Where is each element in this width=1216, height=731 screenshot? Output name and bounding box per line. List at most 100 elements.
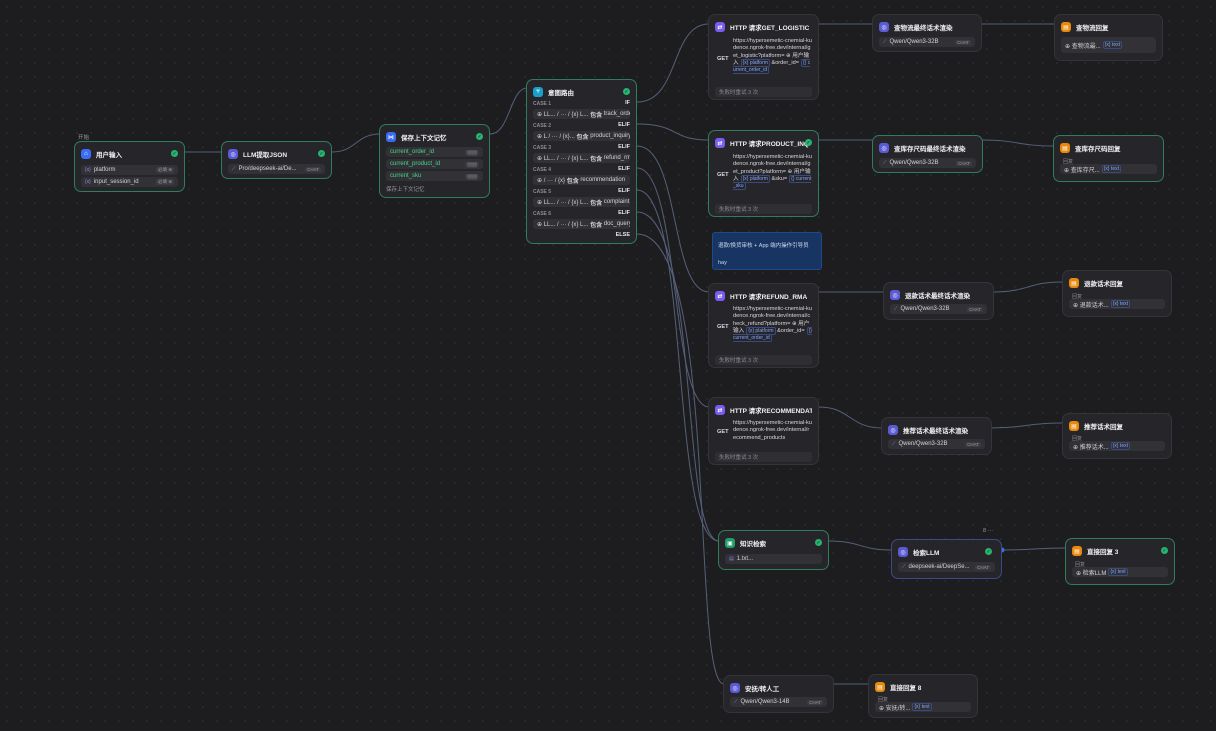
edge-case6-knowledge <box>636 211 720 542</box>
answer-direct-8-node[interactable]: ▤直接回复 8 回复 ⊕ 安抚/转...{x} text <box>868 674 978 718</box>
answer-content[interactable]: ⊕ 安抚/转...{x} text <box>875 702 971 712</box>
node-footer: 保存上下文记忆 <box>386 187 425 193</box>
edge-llm3-ans3 <box>992 281 1063 293</box>
reply-icon: ▤ <box>1069 421 1079 431</box>
model-selector[interactable]: ⟋deepseek-ai/DeepSe...CHAT <box>898 562 995 572</box>
brain-icon: ◎ <box>228 149 238 159</box>
brain-icon: ◎ <box>879 22 889 32</box>
database-icon: ▣ <box>725 538 735 548</box>
variable-assign-icon: ⋈ <box>386 132 396 142</box>
http-product-inquiry-node[interactable]: ⇄HTTP 请求PRODUCT_INQ ✓ GET https://hypers… <box>708 130 819 217</box>
assign-var-sku[interactable]: current_sku▒▒▒ <box>386 171 483 181</box>
http-get-logistic-node[interactable]: ⇄HTTP 请求GET_LOGISTIC GET https://hyperse… <box>708 14 819 100</box>
edge-llm2-ans2 <box>981 139 1055 147</box>
edge-case5-knowledge <box>636 189 720 542</box>
llm-extract-json-node[interactable]: ◎LLM提取JSON ✓ ⟋Pro/deepseek-ai/De...CHAT <box>221 141 332 179</box>
else-branch: ELSE <box>615 232 630 238</box>
success-check-icon: ✓ <box>815 539 822 546</box>
edge-llm4-ans4 <box>990 422 1063 429</box>
case-condition-2[interactable]: ⊕ L / ··· / {x}... 包含 product_inquiry <box>533 131 630 141</box>
answer-content[interactable]: ⊕ 检索LLM{x} text <box>1072 567 1168 577</box>
assign-var-product-id[interactable]: current_product_id▒▒▒ <box>386 159 483 169</box>
retrieval-llm-node[interactable]: ◎检索LLM ✓ ⟋deepseek-ai/DeepSe...CHAT <box>891 539 1002 579</box>
http-recommendation-node[interactable]: ⇄HTTP 请求RECOMMENDATI GET https://hyperse… <box>708 397 819 465</box>
answer-recommend-node[interactable]: ▤推荐话术回复 回复 ⊕ 推荐话术...{x} text <box>1062 413 1172 459</box>
answer-refund-node[interactable]: ▤退款话术回复 回复 ⊕ 退款话术...{x} text <box>1062 270 1172 317</box>
model-selector[interactable]: ⟋Pro/deepseek-ai/De...CHAT <box>228 164 325 174</box>
answer-direct-3-node[interactable]: ▤直接回复 3 ✓ 回复 ⊕ 检索LLM{x} text <box>1065 538 1175 585</box>
node-pager[interactable]: 8 ··· <box>983 528 994 534</box>
node-title: 用户输入 <box>96 152 122 159</box>
case-condition-1[interactable]: ⊕ LL... / ··· / {x} L... 包含 track_order <box>533 109 630 119</box>
edge-case4-http4 <box>636 167 710 408</box>
reply-icon: ▤ <box>1072 546 1082 556</box>
success-check-icon: ✓ <box>318 150 325 157</box>
retry-info: 失败时重试 3 次 <box>715 355 812 365</box>
brain-icon: ◎ <box>730 683 740 693</box>
retry-info: 失败时重试 3 次 <box>715 204 812 214</box>
case-condition-5[interactable]: ⊕ LL... / ··· / {x} L... 包含 complaint <box>533 197 630 207</box>
http-icon: ⇄ <box>715 405 725 415</box>
save-context-node[interactable]: ⋈ 保存上下文记忆 ✓ current_order_id▒▒▒ current_p… <box>379 124 490 198</box>
edge-retrieval-ans5 <box>1001 547 1067 551</box>
http-url: https://hypersemetic-cnemial-kudence.ngr… <box>733 38 812 75</box>
brain-icon: ◎ <box>888 425 898 435</box>
success-check-icon: ✓ <box>623 88 630 95</box>
edge-llm-save <box>331 133 381 153</box>
answer-content[interactable]: ⊕ 退款话术...{x} text <box>1069 299 1165 309</box>
http-url: https://hypersemetic-cnemial-kudence.ngr… <box>733 306 812 343</box>
knowledge-file-item[interactable]: ▤1.txt... <box>725 554 822 564</box>
edge-case3-http3 <box>636 145 710 293</box>
answer-content[interactable]: ⊕ 查物流最...{x} text <box>1061 37 1156 53</box>
brain-icon: ◎ <box>879 143 889 153</box>
edge-http4-llm4 <box>818 406 883 429</box>
http-icon: ⇄ <box>715 291 725 301</box>
retry-info: 失败时重试 3 次 <box>715 452 812 462</box>
answer-logistics-node[interactable]: ▤查物流回复 ⊕ 查物流最...{x} text <box>1054 14 1163 61</box>
reply-icon: ▤ <box>1061 22 1071 32</box>
knowledge-retrieval-node[interactable]: ▣知识检索 ✓ ▤1.txt... <box>718 530 829 570</box>
intent-router-node[interactable]: ⑂意图路由 ✓ CASE 1 IF ⊕ LL... / ··· / {x} L.… <box>526 79 637 244</box>
case-condition-4[interactable]: ⊕ / ··· / {x} 包含 recommendation <box>533 175 630 185</box>
edge-knowledge-retrieval <box>828 540 893 551</box>
home-icon: ⌂ <box>81 149 91 159</box>
answer-content[interactable]: ⊕ 查库存尺...{x} text <box>1060 164 1157 174</box>
reply-icon: ▤ <box>875 682 885 692</box>
case-condition-3[interactable]: ⊕ LL... / ··· / {x} L... 包含 refund_rma <box>533 153 630 163</box>
edge-else-calm <box>636 233 725 685</box>
success-check-icon: ✓ <box>1161 547 1168 554</box>
edge-save-router <box>489 87 528 135</box>
reply-icon: ▤ <box>1069 278 1079 288</box>
answer-content[interactable]: ⊕ 推荐话术...{x} text <box>1069 441 1165 451</box>
http-refund-rma-node[interactable]: ⇄HTTP 请求REFUND_RMA GET https://hyperseme… <box>708 283 819 368</box>
http-icon: ⇄ <box>715 138 725 148</box>
http-icon: ⇄ <box>715 22 725 32</box>
http-url: https://hypersemetic-cnemial-kudence.ngr… <box>733 420 812 441</box>
sticky-note[interactable]: 退款/换货审核 + App 端内操作引导员 hay <box>712 232 822 270</box>
case-condition-6[interactable]: ⊕ LL... / ··· / {x} L... 包含 doc_query <box>533 219 630 229</box>
answer-inventory-node[interactable]: ▤查库存尺码回复 回复 ⊕ 查库存尺...{x} text <box>1053 135 1164 182</box>
retry-info: 失败时重试 3 次 <box>715 87 812 97</box>
success-check-icon: ✓ <box>476 133 483 140</box>
assign-var-order-id[interactable]: current_order_id▒▒▒ <box>386 147 483 157</box>
edge-case1-http1 <box>636 23 710 103</box>
branch-icon: ⑂ <box>533 87 543 97</box>
start-node-label: 开始 <box>78 135 90 141</box>
http-url: https://hypersemetic-cnemial-kudence.ngr… <box>733 154 812 191</box>
brain-icon: ◎ <box>898 547 908 557</box>
brain-icon: ◎ <box>890 290 900 300</box>
